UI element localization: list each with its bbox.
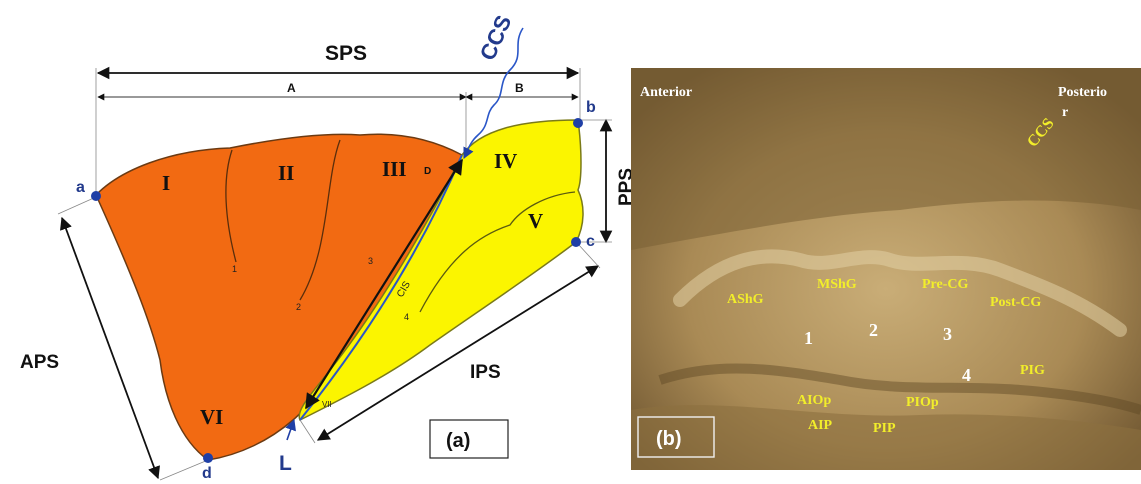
photo-number-4: 4 [962, 365, 971, 385]
point-d-dot [203, 453, 213, 463]
point-d-label: d [202, 465, 212, 482]
aiop-label: AIOp [797, 393, 831, 408]
point-c-dot [571, 237, 581, 247]
ips-label: IPS [470, 362, 501, 383]
gyrus-vi-label: VI [200, 405, 223, 429]
point-b-dot [573, 118, 583, 128]
gyrus-iv-label: IV [494, 149, 517, 173]
aps-guide-bottom [159, 459, 209, 481]
l-label: L [279, 452, 292, 475]
ips-arrow [316, 265, 600, 441]
gyrus-iii-label: III [382, 157, 407, 181]
anterior-label: Anterior [640, 85, 692, 100]
sulcus-1-line [225, 149, 237, 263]
photo-number-1: 1 [804, 328, 813, 348]
posterior-label-line2: r [1062, 105, 1068, 120]
ccs-line [463, 27, 524, 160]
panel-b-tag: (b) [656, 428, 682, 450]
piop-label: PIOp [906, 395, 939, 410]
sulcus-number-4: 4 [404, 312, 409, 322]
photo-number-2: 2 [869, 320, 878, 340]
point-a-label: a [76, 179, 85, 196]
point-a-dot [91, 191, 101, 201]
panel-a-tag-box [429, 419, 509, 459]
segment-b-label: B [515, 81, 524, 95]
photo-upper-region [631, 68, 1141, 250]
pip-label: PIP [873, 421, 896, 436]
aps-label: APS [20, 352, 59, 373]
aps-arrow [60, 216, 160, 480]
ashg-label: AShG [727, 292, 764, 307]
aip-label: AIP [808, 418, 833, 433]
sps-label: SPS [325, 42, 367, 65]
gyrus-v-label: V [528, 209, 543, 233]
panel-a-tag: (a) [446, 430, 470, 452]
panel-a: SPS CCS A B PPS APS IPS CIS D VII L a b … [20, 11, 637, 482]
point-b-label: b [586, 99, 596, 116]
photo-gyri-ridges [673, 249, 1127, 337]
sulcus-number-1: 1 [232, 264, 237, 274]
ccs-label-a: CCS [475, 11, 517, 64]
pig-label: PIG [1020, 363, 1045, 378]
l-arrow [285, 418, 296, 441]
point-c-label: c [586, 233, 595, 250]
gyrus-i-label: I [162, 171, 170, 195]
segment-a-label: A [287, 81, 296, 95]
ips-guide-left [299, 419, 316, 444]
mshg-label: MShG [817, 277, 857, 292]
precg-label: Pre-CG [922, 277, 968, 292]
ips-guide-right [577, 243, 601, 269]
photo-sulcus-shadow [658, 363, 1141, 415]
vii-label: VII [322, 400, 332, 409]
postcg-label: Post-CG [990, 295, 1041, 310]
gyrus-ii-label: II [278, 161, 294, 185]
aps-guide-top [57, 196, 97, 215]
photo-lower-region [631, 405, 1141, 470]
photo-number-3: 3 [943, 324, 952, 344]
d-small-label: D [424, 166, 431, 177]
panel-b: Anterior Posterio r CCS AShG MShG Pre-CG… [631, 68, 1141, 470]
posterior-label-line1: Posterio [1058, 85, 1107, 100]
sulcus-number-2: 2 [296, 302, 301, 312]
panel-b-tag-box [637, 416, 715, 458]
sulcus-number-3: 3 [368, 256, 373, 266]
